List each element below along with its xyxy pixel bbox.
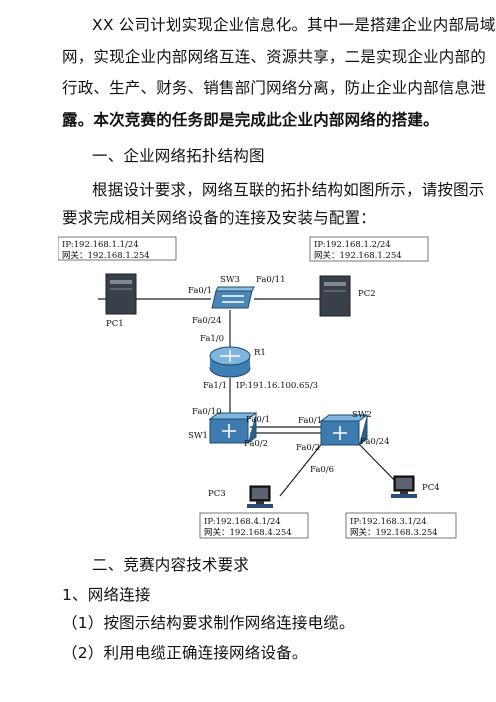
links: [98, 298, 403, 497]
sw3-port-fa0-24: Fa0/24: [192, 316, 221, 326]
intro-line-3: 行政、生产、财务、销售部门网络分离，防止企业内部信息泄: [62, 79, 486, 97]
sw2-port-fa0-2: Fa0/2: [296, 443, 320, 453]
sw2-label: SW2: [352, 410, 372, 420]
r1-port-fa1-0: Fa1/0: [200, 334, 224, 344]
pc1-label: PC1: [106, 319, 124, 329]
sw2-switch-icon: [319, 414, 369, 446]
section2-item2: （2）利用电缆正确连接网络设备。: [62, 644, 308, 662]
pc3-monitor-icon: [247, 485, 273, 508]
section1-desc-line-2: 要求完成相关网络设备的连接及安装与配置：: [62, 209, 377, 227]
r1-label: R1: [254, 348, 266, 358]
sw3-label: SW3: [220, 275, 240, 285]
sw2-port-fa0-6: Fa0/6: [310, 465, 334, 475]
sw1-switch-icon: [208, 412, 258, 444]
pc2-server-icon: [319, 275, 351, 317]
pc1-info-box: [58, 236, 177, 261]
pc1-ip: IP:192.168.1.1/24: [62, 240, 139, 250]
pc4-ip: IP:192.168.3.1/24: [350, 517, 427, 527]
section1-desc-line-1: 根据设计要求，网络互联的拓扑结构如图所示，请按图示: [92, 181, 485, 199]
sw2-port-fa0-1: Fa0/1: [298, 416, 322, 426]
intro-line-2: 网，实现企业内部网络互连、资源共享，二是实现企业内部的: [62, 48, 486, 66]
pc2-label: PC2: [358, 289, 376, 299]
pc3-info-box: [199, 512, 309, 539]
pc3-gateway: 网关：192.168.4.254: [204, 527, 292, 538]
pc1-server-icon: [105, 273, 137, 315]
sw1-port-fa0-2: Fa0/2: [244, 439, 268, 449]
pc3-ip: IP:192.168.4.1/24: [204, 517, 281, 527]
pc2-gateway: 网关：192.168.1.254: [314, 250, 402, 261]
pc4-label: PC4: [422, 483, 440, 493]
intro-line-4: 露。本次竞赛的任务即是完成此企业内部网络的搭建。: [62, 111, 439, 129]
link-sw2-pc3: [279, 440, 325, 497]
pc3-label: PC3: [208, 489, 226, 499]
sw1-port-fa0-1: Fa0/1: [246, 415, 270, 425]
pc4-info-box: [345, 512, 457, 539]
intro-line-1: XX 公司计划实现企业信息化。其中一是搭建企业内部局域: [92, 16, 496, 34]
sw3-port-fa0-1: Fa0/1: [188, 286, 212, 296]
pc4-gateway: 网关：192.168.3.254: [350, 527, 438, 538]
pc2-info-box: [309, 236, 429, 262]
sw2-port-fa0-24: Fa0/24: [360, 437, 389, 447]
pc2-ip: IP:192.168.1.2/24: [314, 240, 391, 250]
r1-ip: IP:191.16.100.65/3: [236, 381, 318, 391]
section2-heading: 二、竞赛内容技术要求: [92, 556, 250, 574]
sw3-port-fa0-11: Fa0/11: [256, 275, 285, 285]
pc4-monitor-icon: [391, 475, 417, 498]
section2-item1: （1）按图示结构要求制作网络连接电缆。: [62, 614, 355, 632]
pc1-gateway: 网关：192.168.1.254: [62, 250, 150, 261]
sw1-port-fa0-10: Fa0/10: [192, 407, 221, 417]
section2-sub1: 1、网络连接: [62, 586, 151, 604]
r1-router-icon: [209, 346, 251, 378]
r1-port-fa1-1: Fa1/1: [203, 381, 227, 391]
section1-heading: 一、企业网络拓扑结构图: [92, 147, 265, 165]
sw3-switch-icon: [211, 286, 255, 309]
network-topology-diagram: IP:192.168.1.1/24 网关：192.168.1.254 PC1 I…: [58, 236, 457, 539]
sw1-label: SW1: [188, 431, 208, 441]
